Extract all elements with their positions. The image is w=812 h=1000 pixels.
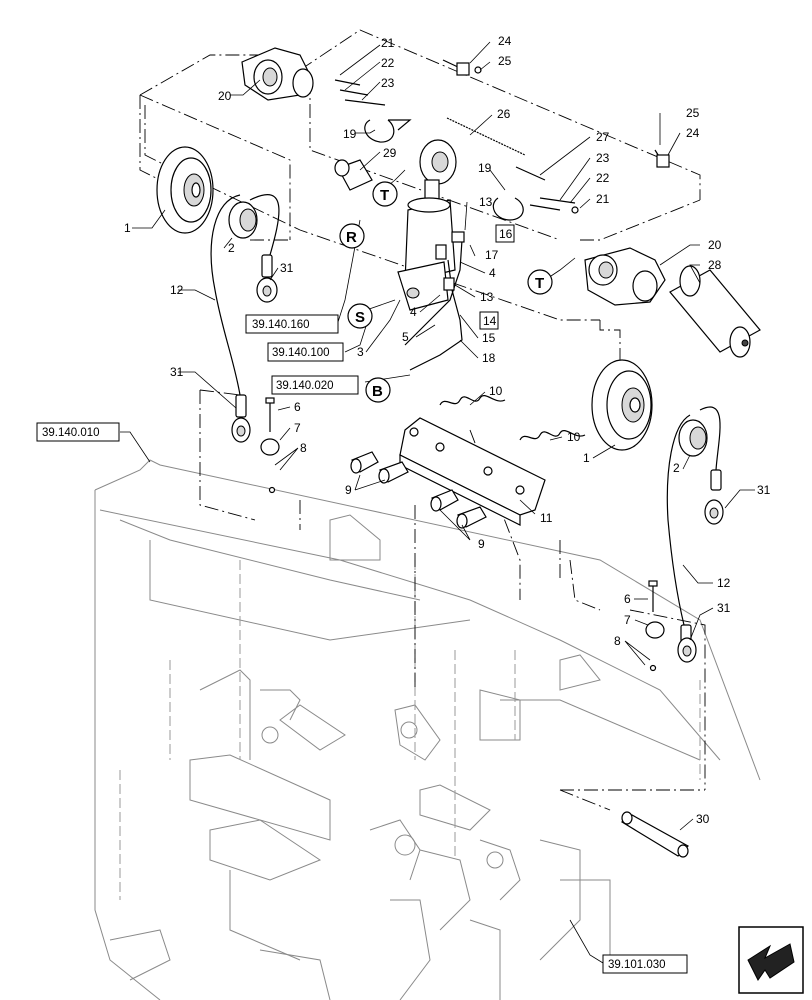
callout-31: 31 — [170, 365, 184, 379]
callout-13: 13 — [480, 290, 494, 304]
callout-5: 5 — [402, 330, 409, 344]
callout-29: 29 — [383, 146, 397, 160]
callout-24: 24 — [686, 126, 700, 140]
marker-T-right: T — [535, 275, 544, 292]
marker-T-upper: T — [380, 187, 389, 204]
callout-15: 15 — [482, 331, 496, 345]
arrow-back-icon[interactable] — [738, 926, 804, 994]
hydraulic-cylinder — [397, 139, 457, 311]
callout-1: 1 — [583, 451, 590, 465]
callout-19: 19 — [478, 161, 492, 175]
callout-28: 28 — [708, 258, 722, 272]
spacer-left — [228, 201, 258, 239]
callout-22: 22 — [381, 56, 395, 70]
explosion-lines — [139, 29, 706, 811]
callout-23: 23 — [381, 76, 395, 90]
callout-21: 21 — [596, 192, 610, 206]
callout-4: 4 — [410, 305, 417, 319]
callout-31: 31 — [280, 261, 294, 275]
callout-12: 12 — [717, 576, 731, 590]
callout-27: 27 — [596, 130, 610, 144]
callout-3: 3 — [357, 345, 364, 359]
pins-9 — [350, 451, 487, 529]
pins-21-22-23 — [334, 79, 412, 143]
callout-2: 2 — [673, 461, 680, 475]
callout-numbers: 1 2 31 12 31 20 21 22 23 24 25 19 29 26 … — [124, 34, 771, 826]
callout-10: 10 — [489, 384, 503, 398]
leader-lines — [120, 41, 755, 964]
callout-31: 31 — [757, 483, 771, 497]
bracket-20-right — [584, 247, 666, 306]
callout-7: 7 — [294, 421, 301, 435]
marker-B: B — [372, 383, 383, 400]
pulley-left — [156, 146, 214, 234]
ref-39-140-160[interactable]: 39.140.160 — [252, 319, 310, 331]
callout-10: 10 — [567, 430, 581, 444]
callout-8: 8 — [614, 634, 621, 648]
springs-10 — [439, 395, 586, 441]
callout-1: 1 — [124, 221, 131, 235]
pulley-right — [591, 359, 653, 451]
callout-6: 6 — [294, 400, 301, 414]
bracket-24-25-top — [442, 59, 482, 76]
bolt-6-right — [645, 580, 665, 672]
bolt-6-left — [260, 397, 280, 494]
ref-39-140-010[interactable]: 39.140.010 — [42, 427, 100, 439]
ref-39-140-020[interactable]: 39.140.020 — [276, 380, 334, 392]
callout-23: 23 — [596, 151, 610, 165]
hoses — [404, 231, 465, 371]
bushing-29 — [334, 159, 373, 191]
callout-18: 18 — [482, 351, 496, 365]
callout-22: 22 — [596, 171, 610, 185]
plate-11 — [399, 417, 546, 526]
callout-9: 9 — [345, 483, 352, 497]
reference-boxes[interactable]: 39.140.160 39.140.100 39.140.020 39.140.… — [36, 314, 688, 974]
spacer-right — [678, 419, 708, 457]
bracket-20-left — [241, 47, 314, 101]
callout-8: 8 — [300, 441, 307, 455]
callout-30: 30 — [696, 812, 710, 826]
callout-16: 16 — [499, 227, 513, 241]
pin-30 — [620, 811, 689, 858]
callout-7: 7 — [624, 613, 631, 627]
callout-25: 25 — [686, 106, 700, 120]
rod-27 — [515, 166, 546, 181]
marker-S: S — [355, 309, 365, 326]
rod-26 — [446, 117, 526, 156]
letter-markers: R S B T T — [339, 181, 553, 403]
callout-25: 25 — [498, 54, 512, 68]
callout-24: 24 — [498, 34, 512, 48]
callout-20: 20 — [218, 89, 232, 103]
callout-17: 17 — [485, 248, 499, 262]
callout-19: 19 — [343, 127, 357, 141]
callout-20: 20 — [708, 238, 722, 252]
callout-31: 31 — [717, 601, 731, 615]
pin-set-right — [492, 149, 670, 221]
callout-2: 2 — [228, 241, 235, 255]
callout-6: 6 — [624, 592, 631, 606]
roller-28 — [669, 265, 761, 358]
ref-39-101-030[interactable]: 39.101.030 — [608, 959, 666, 971]
callout-21: 21 — [381, 36, 395, 50]
callout-13: 13 — [479, 195, 493, 209]
machine-frame — [94, 459, 761, 1000]
callout-4: 4 — [489, 266, 496, 280]
boxed-callouts: 16 14 — [479, 224, 515, 330]
callout-14: 14 — [483, 314, 497, 328]
callout-12: 12 — [170, 283, 184, 297]
cable-left — [210, 194, 280, 443]
marker-R: R — [346, 229, 357, 246]
cable-right — [666, 406, 724, 663]
callout-26: 26 — [497, 107, 511, 121]
ref-39-140-100[interactable]: 39.140.100 — [272, 347, 330, 359]
callout-9: 9 — [478, 537, 485, 551]
callout-11: 11 — [540, 511, 553, 525]
